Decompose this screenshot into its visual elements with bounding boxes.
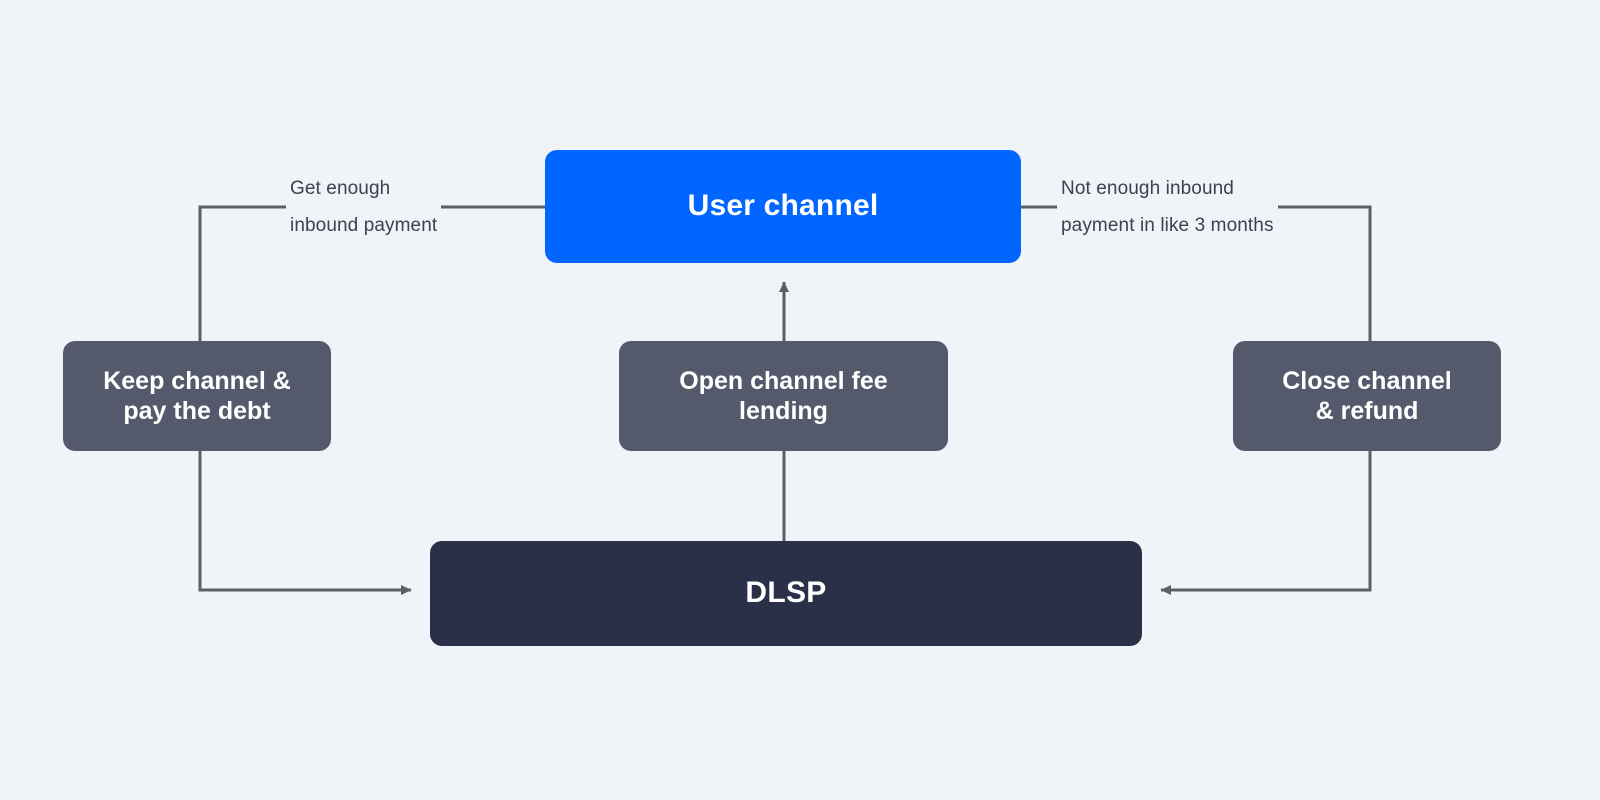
edge-label-right: Not enough inbound payment in like 3 mon… bbox=[1057, 170, 1278, 244]
node-keep-channel-label: Keep channel & pay the debt bbox=[103, 366, 291, 426]
node-user-channel[interactable]: User channel bbox=[545, 150, 1021, 263]
edge-label-left: Get enough inbound payment bbox=[286, 170, 442, 244]
edge-label-right-line1: Not enough inbound bbox=[1057, 170, 1278, 207]
edge-label-left-line2: inbound payment bbox=[286, 207, 442, 244]
node-dlsp[interactable]: DLSP bbox=[430, 541, 1142, 646]
node-close-channel-label: Close channel & refund bbox=[1282, 366, 1452, 426]
edge-label-right-line2: payment in like 3 months bbox=[1057, 207, 1278, 244]
node-keep-channel[interactable]: Keep channel & pay the debt bbox=[63, 341, 331, 451]
node-user-channel-label: User channel bbox=[687, 189, 879, 223]
node-dlsp-label: DLSP bbox=[745, 576, 827, 610]
node-open-channel-fee-label: Open channel fee lending bbox=[679, 366, 888, 426]
edge-label-left-line1: Get enough bbox=[286, 170, 442, 207]
node-open-channel-fee[interactable]: Open channel fee lending bbox=[619, 341, 948, 451]
node-close-channel[interactable]: Close channel & refund bbox=[1233, 341, 1501, 451]
